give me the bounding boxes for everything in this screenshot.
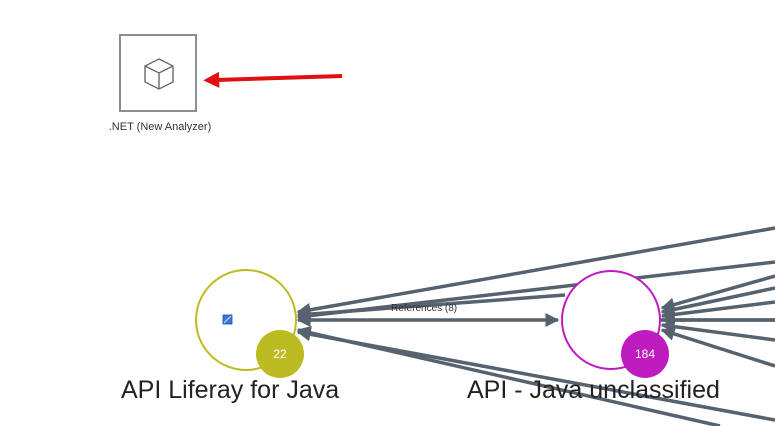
node-label-liferay: API Liferay for Java [121, 376, 340, 404]
edge[interactable] [660, 319, 775, 342]
cube-icon [144, 58, 174, 90]
edges [296, 226, 775, 426]
edge[interactable] [660, 300, 775, 322]
node-label-java-unclassified: API - Java unclassified [467, 376, 720, 404]
analyzer-label: .NET (New Analyzer) [108, 121, 212, 133]
count-badge-text: 22 [273, 347, 287, 361]
edge[interactable] [296, 327, 775, 422]
annotation-arrow [203, 71, 343, 88]
node-api-liferay[interactable]: 22 [195, 269, 304, 378]
edge[interactable] [660, 327, 775, 368]
edge[interactable] [296, 260, 775, 323]
analyzer-node[interactable] [119, 34, 197, 112]
edge[interactable] [660, 274, 775, 312]
count-badge [621, 330, 669, 378]
edge-label: References (8) [391, 303, 458, 314]
count-badge-text: 184 [635, 347, 655, 361]
count-badge [256, 330, 304, 378]
node-api-java-unclassified[interactable]: 184 [561, 270, 669, 378]
edge[interactable] [660, 286, 775, 317]
edge[interactable] [296, 226, 775, 317]
